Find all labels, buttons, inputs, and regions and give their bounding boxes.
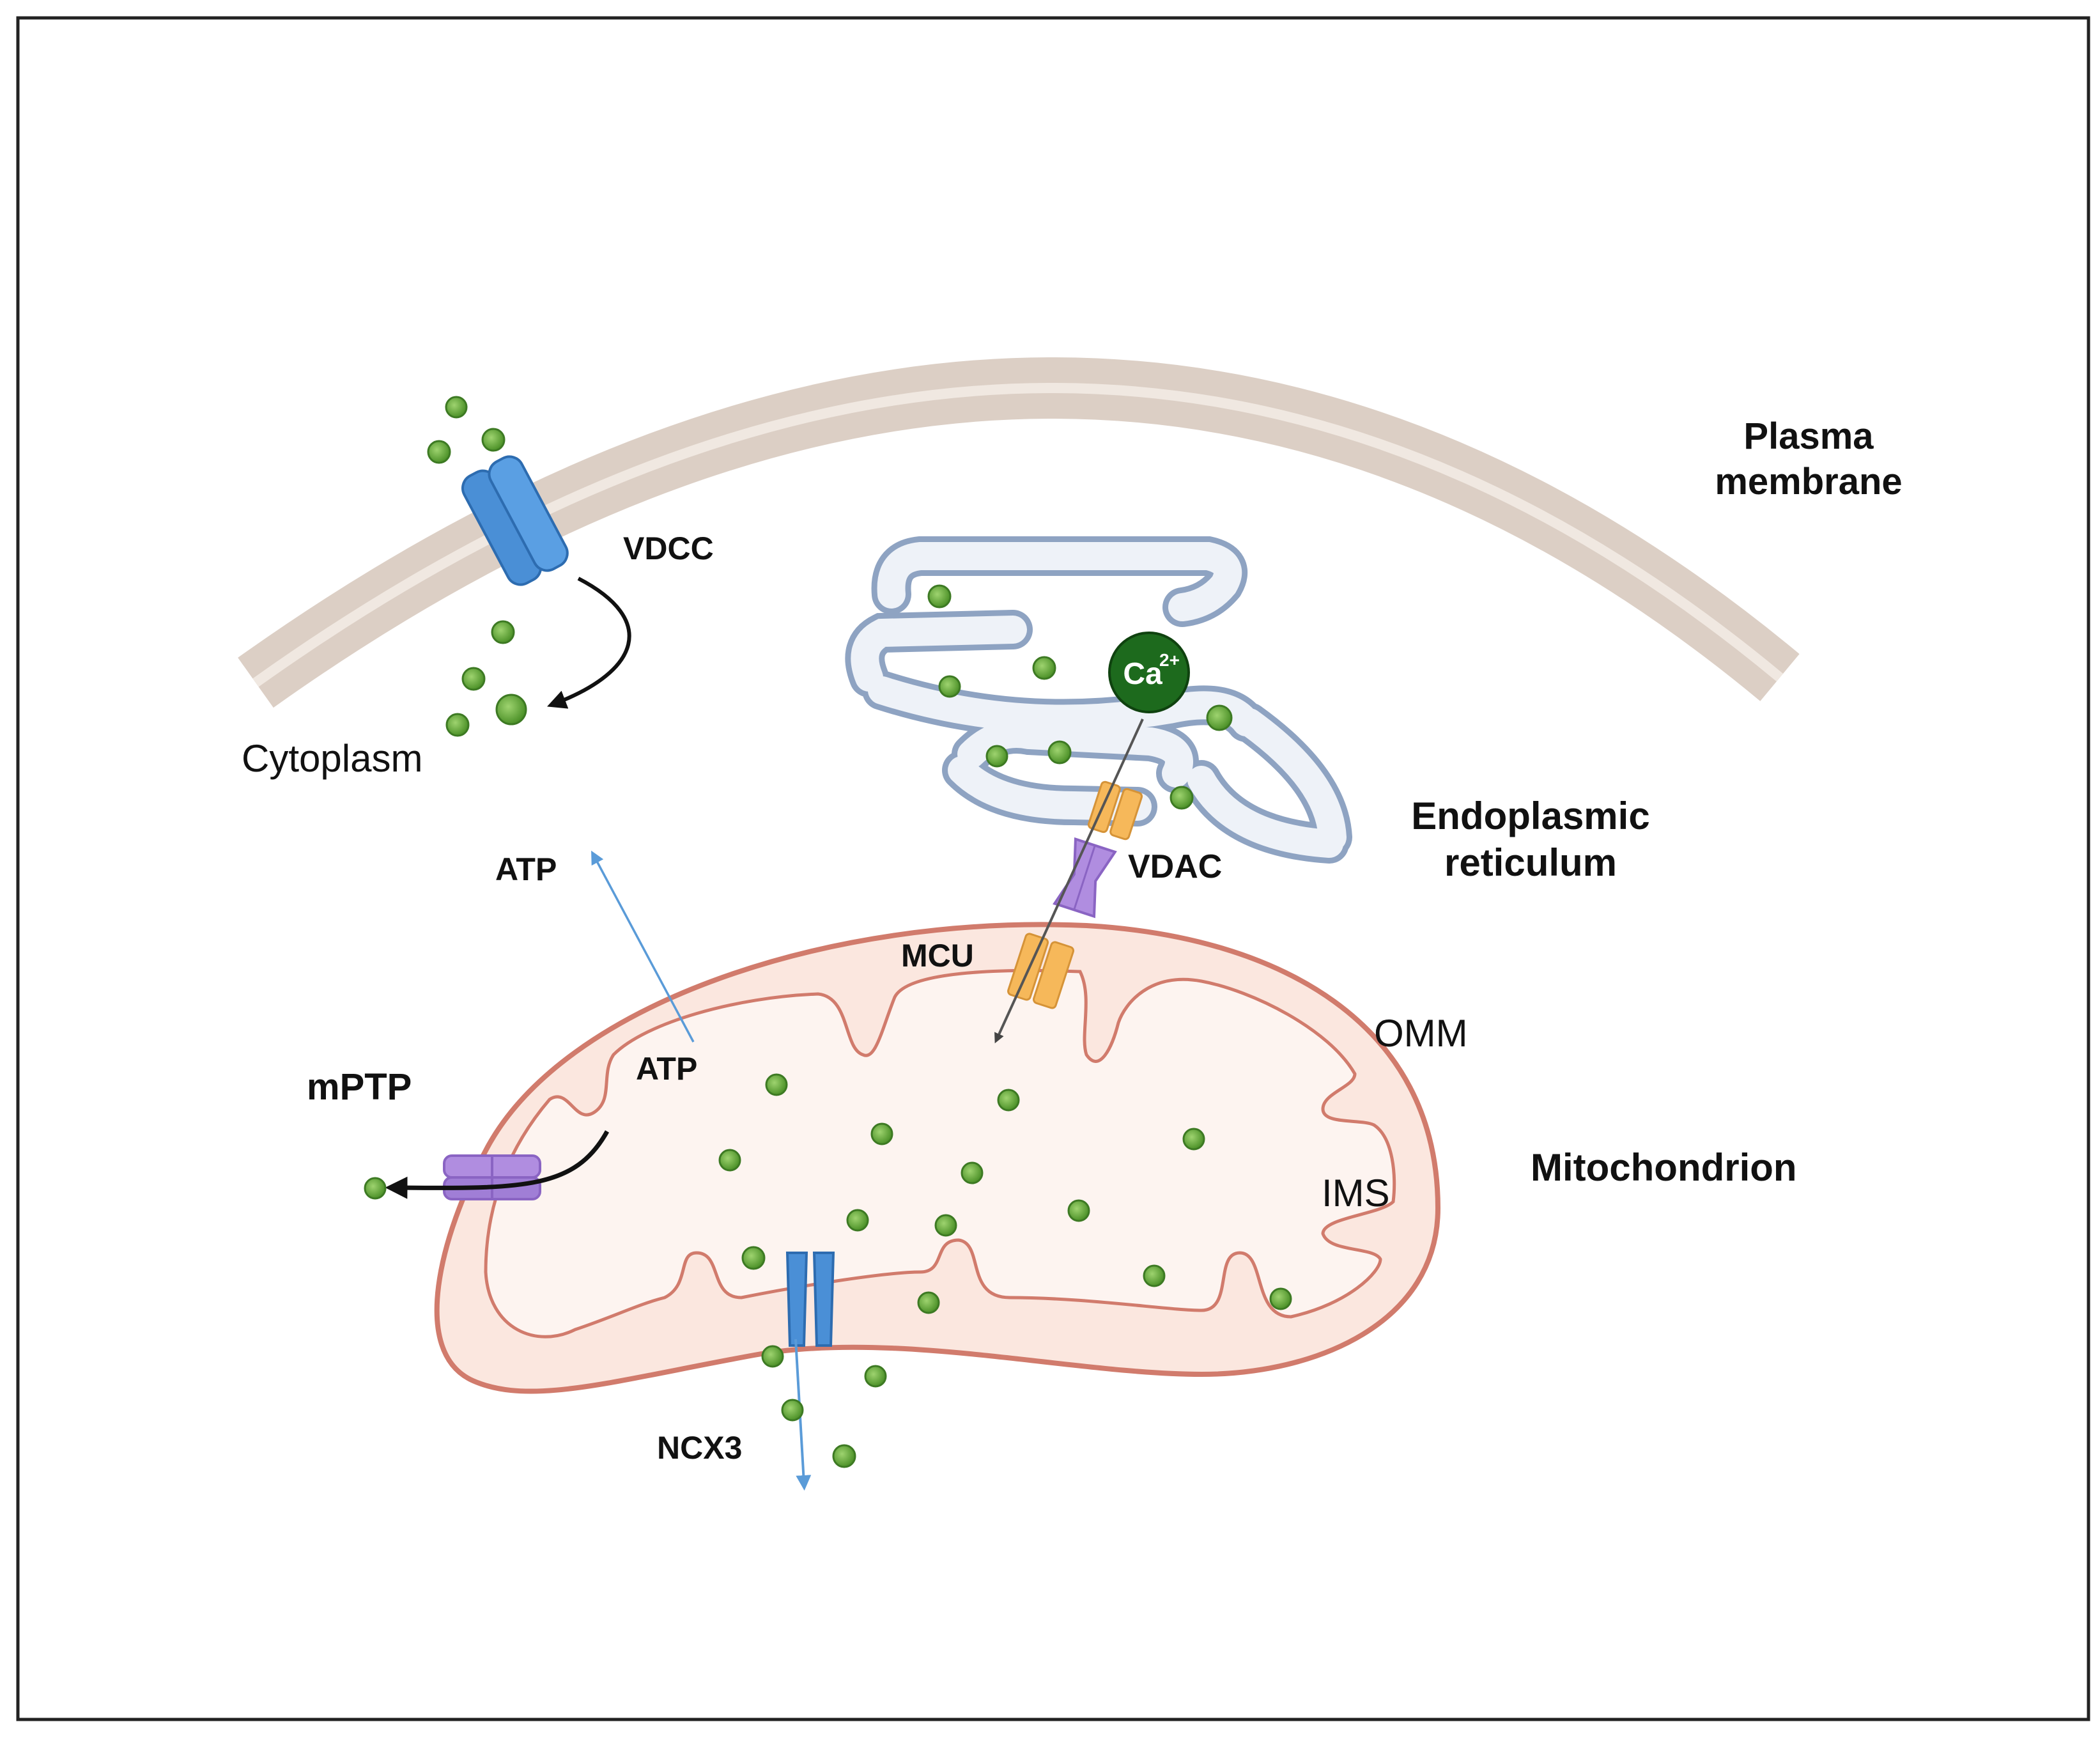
ca-dot: [917, 1291, 940, 1314]
ca-dot: [864, 1365, 887, 1388]
atp-export-arrow: [591, 850, 695, 1043]
label-vdac: VDAC: [1128, 848, 1223, 885]
ca-dot: [445, 713, 470, 737]
ca-dot: [495, 694, 527, 725]
ca-dot: [985, 745, 1008, 768]
vdcc-channel: [461, 455, 569, 586]
ca-dot: [364, 1177, 387, 1200]
figure-frame: [16, 16, 2090, 1721]
ncx3-channel: [785, 1252, 835, 1347]
ca-dot: [846, 1209, 869, 1232]
vdcc-influx-arrow: [547, 577, 631, 709]
ca-dot: [765, 1073, 788, 1096]
ca-dot: [718, 1149, 741, 1172]
vdac-channel: [1053, 837, 1117, 919]
label-ncx3: NCX3: [657, 1430, 743, 1466]
ca-dot: [461, 667, 486, 691]
label-atp-inside: ATP: [636, 1051, 698, 1087]
ca-dot: [927, 584, 952, 609]
label-endoplasmic-line1: Endoplasmic: [1411, 795, 1650, 837]
label-mptp: mPTP: [307, 1066, 412, 1108]
mitochondrion-inner-membrane: [484, 968, 1396, 1338]
svg-text:Ca: Ca: [1123, 657, 1162, 691]
label-atp-outside: ATP: [495, 851, 557, 887]
label-omm: OMM: [1374, 1012, 1468, 1055]
mptp-efflux-arrow: [385, 1130, 610, 1199]
ca-dot: [961, 1161, 984, 1184]
svg-text:2+: 2+: [1159, 650, 1180, 670]
calcium-ion-dots: [364, 396, 1292, 1468]
ca-dot: [481, 428, 506, 452]
ca-dot: [781, 1399, 804, 1422]
label-endoplasmic-line2: reticulum: [1444, 841, 1617, 885]
label-plasma-membrane: Plasma membrane: [1703, 414, 1914, 505]
ca-dot: [934, 1214, 957, 1237]
ca-dot: [1170, 786, 1194, 810]
label-plasma-membrane-line1: Plasma: [1743, 415, 1874, 457]
ca-dot: [1067, 1199, 1090, 1222]
ca-dot: [1047, 740, 1072, 764]
ca-dot: [1182, 1128, 1205, 1151]
ca-dot: [741, 1246, 766, 1270]
label-mcu: MCU: [901, 938, 974, 974]
ca-dot: [1269, 1287, 1292, 1310]
ca-transfer-arrow: [994, 718, 1144, 1044]
label-endoplasmic-reticulum: Endoplasmic reticulum: [1393, 793, 1668, 886]
label-vdcc: VDCC: [623, 531, 714, 566]
label-mitochondrion: Mitochondrion: [1531, 1146, 1797, 1189]
ca-dot: [761, 1345, 784, 1368]
label-plasma-membrane-line2: membrane: [1715, 460, 1903, 502]
ca-dot: [938, 675, 961, 698]
ca-dot: [870, 1122, 893, 1145]
ca-dot: [832, 1444, 856, 1468]
mptp-channel: [443, 1154, 541, 1200]
ca-dot: [427, 440, 451, 464]
ca-dot: [1206, 704, 1233, 731]
ca-dot: [445, 396, 468, 419]
ca-dot: [491, 620, 515, 644]
label-ims: IMS: [1322, 1172, 1390, 1214]
ca-ion-marker: Ca 2+: [1108, 632, 1190, 713]
ca-dot: [1032, 656, 1056, 680]
ca-dot: [997, 1089, 1020, 1112]
ca-dot: [1143, 1264, 1166, 1287]
label-cytoplasm: Cytoplasm: [242, 737, 423, 780]
